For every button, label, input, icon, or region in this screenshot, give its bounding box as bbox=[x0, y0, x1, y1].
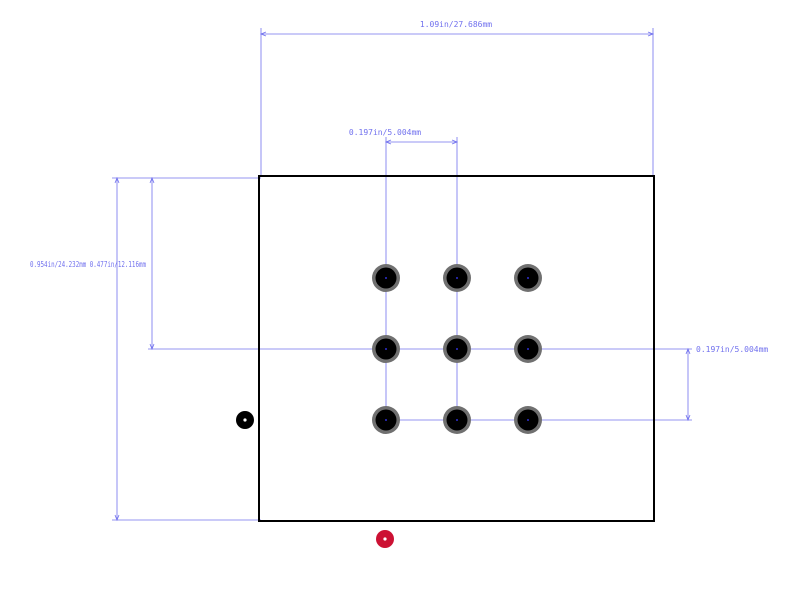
pad-center bbox=[527, 348, 529, 350]
left-outer-arrow-top bbox=[114, 176, 120, 184]
pad-8 bbox=[443, 406, 471, 434]
pad-center bbox=[527, 277, 529, 279]
pitch-v-arrow-bottom bbox=[685, 414, 691, 422]
pad-3 bbox=[514, 264, 542, 292]
left-inner-arrow-bottom bbox=[149, 343, 155, 351]
left-inner-arrow-top bbox=[149, 176, 155, 184]
pad-center bbox=[385, 419, 387, 421]
left-overlap-label: 0.954in/24.232mm 0.477in/12.116mm bbox=[30, 260, 146, 269]
pitch-h-arrow-left bbox=[384, 139, 392, 145]
left-marker-dot bbox=[243, 418, 247, 422]
pad-9 bbox=[514, 406, 542, 434]
dimension-lines bbox=[112, 28, 692, 522]
pad-center bbox=[456, 419, 458, 421]
top-width-arrow-right bbox=[647, 31, 655, 37]
top-width-arrow-left bbox=[259, 31, 267, 37]
pitch-h-arrow-right bbox=[451, 139, 459, 145]
top-width-label: 1.09in/27.686mm bbox=[420, 20, 492, 29]
pitch-horizontal-label: 0.197in/5.004mm bbox=[349, 128, 421, 137]
pad-2 bbox=[443, 264, 471, 292]
pitch-vertical-label: 0.197in/5.004mm bbox=[696, 345, 768, 354]
pad-grid bbox=[372, 264, 542, 434]
pad-5 bbox=[443, 335, 471, 363]
pad-center bbox=[456, 277, 458, 279]
pad-center bbox=[456, 348, 458, 350]
pad-center bbox=[385, 277, 387, 279]
left-reference-marker bbox=[236, 411, 254, 429]
pitch-v-arrow-top bbox=[685, 347, 691, 355]
pad-1 bbox=[372, 264, 400, 292]
component-outline bbox=[258, 175, 655, 522]
bottom-reference-marker bbox=[376, 530, 394, 548]
pad-center bbox=[527, 419, 529, 421]
pad-6 bbox=[514, 335, 542, 363]
left-outer-arrow-bottom bbox=[114, 514, 120, 522]
bottom-marker-dot bbox=[383, 537, 387, 541]
pad-center bbox=[385, 348, 387, 350]
pad-4 bbox=[372, 335, 400, 363]
pad-7 bbox=[372, 406, 400, 434]
